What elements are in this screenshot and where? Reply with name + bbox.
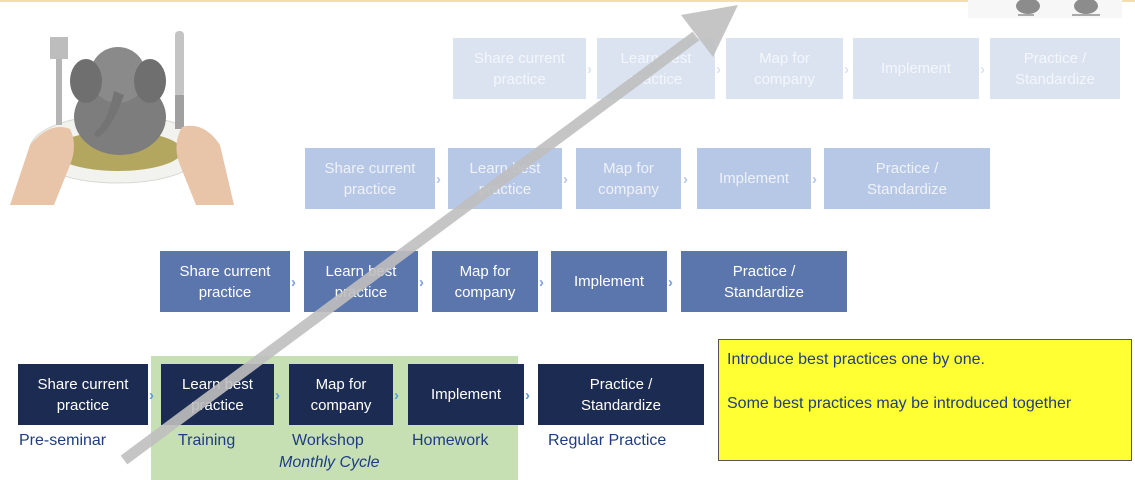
top-divider-line <box>0 0 1135 2</box>
fork-handle <box>56 45 62 125</box>
chevron-right-icon: › <box>436 171 441 188</box>
step-share-current-practice: Share current practice <box>305 148 435 209</box>
chevron-right-icon: › <box>812 171 817 188</box>
phase-label-training: Training <box>178 432 236 449</box>
thumbnail-figure-right <box>1074 0 1098 14</box>
step-practice-standardize: Practice / Standardize <box>990 38 1120 99</box>
step-learn-best-practice: Learn best practice <box>304 251 418 312</box>
elephant-ear-left <box>70 59 102 103</box>
thumbnail-caption-right <box>1072 14 1100 16</box>
chevron-right-icon: › <box>587 61 592 78</box>
fork-tines <box>50 37 68 59</box>
phase-label-workshop: Workshop <box>292 432 364 449</box>
knife-blade <box>175 31 184 97</box>
step-implement: Implement <box>697 148 811 209</box>
step-learn-best-practice: Learn best practice <box>597 38 715 99</box>
chevron-right-icon: › <box>291 274 296 291</box>
chevron-right-icon: › <box>563 171 568 188</box>
thumbnail-figure-left <box>1016 0 1040 14</box>
phase-label-regular-practice: Regular Practice <box>548 432 667 449</box>
step-practice-standardize: Practice / Standardize <box>681 251 847 312</box>
chevron-right-icon: › <box>980 61 985 78</box>
chevron-right-icon: › <box>683 171 688 188</box>
chevron-right-icon: › <box>716 61 721 78</box>
thumbnail-image <box>968 0 1122 18</box>
step-map-for-company: Map for company <box>576 148 681 209</box>
note-callout: Introduce best practices one by one. Som… <box>718 339 1132 461</box>
left-hand <box>10 127 74 205</box>
step-map-for-company: Map for company <box>289 364 393 425</box>
step-implement: Implement <box>853 38 979 99</box>
chevron-right-icon: › <box>394 387 399 404</box>
step-practice-standardize: Practice / Standardize <box>538 364 704 425</box>
step-map-for-company: Map for company <box>726 38 843 99</box>
monthly-cycle-label: Monthly Cycle <box>279 454 380 471</box>
note-line-1: Introduce best practices one by one. <box>727 351 985 368</box>
chevron-right-icon: › <box>419 274 424 291</box>
step-share-current-practice: Share current practice <box>18 364 148 425</box>
step-map-for-company: Map for company <box>432 251 538 312</box>
chevron-right-icon: › <box>844 61 849 78</box>
chevron-right-icon: › <box>525 387 530 404</box>
note-line-2: Some best practices may be introduced to… <box>727 395 1072 412</box>
chevron-right-icon: › <box>275 387 280 404</box>
chevron-right-icon: › <box>149 387 154 404</box>
step-practice-standardize: Practice / Standardize <box>824 148 990 209</box>
step-learn-best-practice: Learn best practice <box>161 364 274 425</box>
step-implement: Implement <box>551 251 667 312</box>
step-share-current-practice: Share current practice <box>453 38 586 99</box>
elephant-ear-right <box>134 59 166 103</box>
step-implement: Implement <box>408 364 524 425</box>
thumbnail-caption-left <box>1018 14 1034 16</box>
chevron-right-icon: › <box>668 274 673 291</box>
chevron-right-icon: › <box>539 274 544 291</box>
knife-handle <box>175 95 184 129</box>
right-hand <box>176 125 234 205</box>
step-learn-best-practice: Learn best practice <box>448 148 562 209</box>
phase-label-pre-seminar: Pre-seminar <box>19 432 107 449</box>
elephant-on-plate-illustration <box>10 31 234 205</box>
step-share-current-practice: Share current practice <box>160 251 290 312</box>
phase-label-homework: Homework <box>412 432 489 449</box>
elephant-trunk <box>94 91 124 137</box>
